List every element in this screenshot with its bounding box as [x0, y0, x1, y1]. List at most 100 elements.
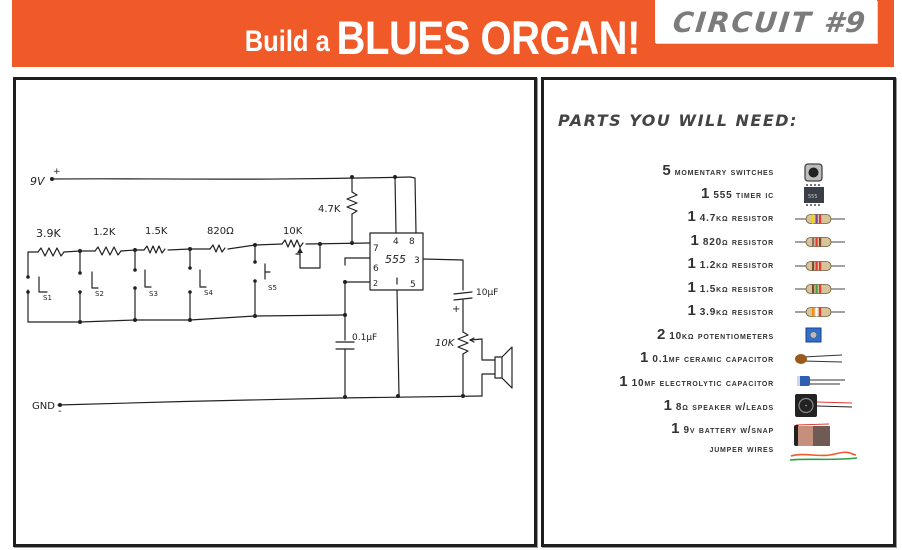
supply-label: 9V	[30, 175, 46, 188]
ic-pin-8: 8	[409, 237, 415, 247]
resistor-label-820: 820Ω	[207, 226, 234, 237]
resistor-label-1k5: 1.5K	[145, 226, 168, 237]
part-name: 10μF ELECTROLYTIC CAPACITOR	[631, 378, 774, 389]
capacitor-10uf-polarity: +	[452, 304, 460, 315]
potentiometer-label-top: 10K	[283, 226, 303, 237]
resistor-band	[815, 307, 818, 317]
ground-rail-wire	[57, 395, 483, 406]
parts-list-item: JUMPER WIRES	[706, 444, 775, 464]
svg-text:555: 555	[808, 194, 818, 200]
parts-panel	[541, 77, 896, 547]
part-name: 1.5KΩ RESISTOR	[699, 284, 774, 295]
resistor-4k7-symbol	[346, 191, 358, 215]
part-name: JUMPER WIRES	[709, 444, 774, 455]
speaker-symbol	[494, 346, 513, 389]
ic-pin-3: 3	[414, 256, 420, 266]
parts-list-item: 11.2KΩ RESISTOR	[687, 255, 774, 275]
resistor-icon	[795, 307, 845, 317]
resistor-1k5-symbol	[143, 245, 166, 254]
title-main: BLUES ORGAN!	[336, 11, 641, 64]
speaker-icon	[795, 394, 853, 417]
ic-label: 555	[385, 253, 406, 266]
resistor-label-3k9: 3.9K	[36, 227, 61, 240]
switch-s4-symbol	[199, 269, 207, 288]
ground-label: GND	[32, 401, 55, 412]
parts-list-item: 13.9KΩ RESISTOR	[687, 302, 774, 322]
switch-label-s3: S3	[149, 290, 158, 298]
ic-pin-7: 7	[373, 244, 379, 254]
part-quantity: 5	[662, 162, 671, 179]
parts-list-item: 11.5KΩ RESISTOR	[687, 279, 774, 299]
part-quantity: 1	[663, 397, 672, 414]
potentiometer-label-volume: 10K	[435, 338, 456, 349]
resistor-band	[815, 284, 818, 294]
part-name: 3.9KΩ RESISTOR	[699, 307, 774, 318]
resistor-icon	[795, 237, 845, 247]
ceramic-capacitor-icon	[795, 354, 843, 364]
resistor-band	[819, 237, 822, 247]
parts-list-item: 210KΩ POTENTIOMETERS	[657, 326, 774, 346]
part-name: 10KΩ POTENTIOMETERS	[669, 331, 774, 342]
potentiometer-volume-symbol	[457, 331, 469, 355]
resistor-3k9-symbol	[37, 247, 65, 257]
resistor-band	[812, 214, 815, 224]
electrolytic-capacitor-icon	[797, 376, 845, 386]
resistor-band	[815, 237, 818, 247]
switch-s3-symbol	[144, 269, 152, 288]
page-title: Build a BLUES ORGAN!	[244, 11, 641, 64]
part-quantity: 1	[687, 208, 696, 225]
jumper-wires-icon	[789, 451, 858, 461]
resistor-icon	[795, 284, 845, 294]
part-name: 820Ω RESISTOR	[702, 237, 774, 248]
resistor-band	[812, 237, 815, 247]
resistor-label-4k7: 4.7K	[318, 204, 341, 215]
part-quantity: 1	[687, 302, 696, 319]
ic-chip-icon: 555	[804, 184, 824, 206]
parts-list-item: 5MOMENTARY SWITCHES	[662, 162, 774, 182]
switch-label-s1: S1	[43, 294, 52, 302]
pushbutton-icon	[804, 163, 823, 182]
part-name: 0.1μF CERAMIC CAPACITOR	[652, 354, 774, 365]
ground-sign: -	[58, 406, 62, 417]
ic-pin-2: 2	[373, 279, 378, 288]
part-quantity: 1	[640, 349, 649, 366]
parts-list-item: 14.7KΩ RESISTOR	[687, 208, 774, 228]
title-prefix: Build a	[244, 25, 330, 58]
potentiometer-top-symbol	[281, 239, 304, 248]
resistor-band	[819, 214, 822, 224]
circuit-number-badge: CIRCUIT #9	[655, 0, 877, 43]
schematic-panel	[13, 77, 537, 547]
resistor-820-symbol	[209, 244, 226, 253]
potentiometer-icon	[805, 327, 822, 343]
part-name: 8Ω SPEAKER W/LEADS	[675, 402, 774, 413]
part-quantity: 1	[687, 279, 696, 296]
part-name: 555 TIMER IC	[713, 190, 774, 201]
capacitor-10uf-label: 10μF	[476, 288, 498, 298]
capacitor-0p1uf-label: 0.1μF	[352, 333, 377, 343]
part-quantity: 1	[701, 185, 710, 202]
resistor-band	[819, 307, 822, 317]
part-name: 4.7KΩ RESISTOR	[699, 213, 774, 224]
resistor-band	[812, 284, 815, 294]
supply-sign: +	[53, 167, 61, 177]
switch-s2-symbol	[91, 271, 99, 289]
resistor-band	[819, 261, 822, 271]
parts-list-item: 1820Ω RESISTOR	[691, 232, 774, 252]
part-name: 1.2KΩ RESISTOR	[699, 260, 774, 271]
capacitor-10uf-symbol	[453, 291, 473, 301]
supply-rail-wire	[51, 176, 411, 180]
switch-label-s5: S5	[268, 284, 277, 292]
parts-list-item: 110μF ELECTROLYTIC CAPACITOR	[619, 373, 774, 393]
part-name: MOMENTARY SWITCHES	[674, 167, 774, 178]
ic-pin-5: 5	[410, 280, 416, 290]
part-name: 9V BATTERY W/SNAP	[683, 425, 774, 436]
resistor-1k2-symbol	[94, 246, 122, 256]
resistor-chain-wire	[27, 251, 39, 255]
resistor-band	[815, 261, 818, 271]
part-quantity: 1	[671, 420, 680, 437]
battery-icon	[794, 423, 830, 446]
resistor-icon	[795, 214, 845, 224]
